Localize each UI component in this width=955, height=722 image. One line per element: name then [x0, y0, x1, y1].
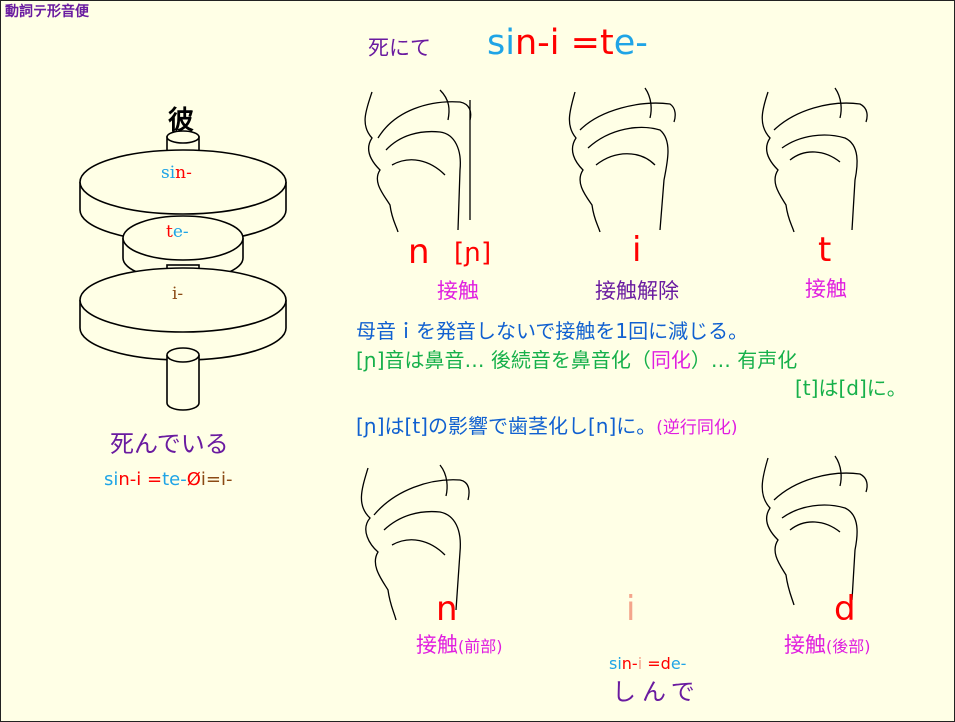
label-n-bottom: n — [436, 589, 458, 629]
label-contact-back: 接触(後部) — [784, 633, 871, 657]
title-romanized: sin-i =te- — [487, 26, 648, 61]
formula-line: sin-i =te-Øi=i- — [104, 469, 233, 490]
label-n-top: n — [408, 232, 430, 272]
label-d-bottom: d — [834, 589, 856, 629]
label-t-top: t — [818, 230, 832, 270]
bottom-formula: sin-i =de- — [609, 654, 687, 673]
disk-1-top — [79, 149, 287, 215]
label-contact-1: 接触 — [437, 279, 479, 303]
title-ni-t: n-i =t — [514, 23, 614, 63]
disk-2-top — [122, 215, 244, 261]
label-ipa-top: [ɲ] — [454, 238, 492, 268]
note-line-4: [ɲ]は[t]の影響で歯茎化し[n]に。(逆行同化) — [356, 414, 738, 438]
shinde-iru-label: 死んでいる — [110, 430, 229, 458]
kare-label: 彼 — [168, 106, 195, 136]
label-i-top: i — [632, 230, 642, 270]
disk-1-label: sin- — [161, 163, 192, 183]
note-line-3: [t]は[d]に。 — [795, 376, 907, 400]
disk-shaft-cap — [166, 347, 200, 363]
title-e: e- — [613, 23, 648, 63]
note-line-2: [ɲ]音は鼻音… 後続音を鼻音化（同化）… 有声化 — [356, 348, 798, 372]
disk-neck-top-cap — [166, 130, 200, 144]
mouth-section-n-top — [364, 89, 472, 233]
mouth-section-d-bottom — [761, 455, 868, 606]
title-si: si — [487, 23, 515, 63]
disk-3-label: i- — [172, 284, 184, 304]
label-i-bottom: i — [626, 589, 636, 629]
disk-2-label: te- — [166, 222, 189, 242]
mouth-section-i-top — [568, 87, 676, 233]
mouth-section-t-top — [761, 87, 868, 233]
title-japanese: 死にて — [368, 36, 431, 60]
disk-shaft — [166, 355, 200, 411]
stacked-disks-figure — [79, 130, 287, 411]
label-contact-front: 接触(前部) — [416, 633, 503, 657]
note-line-1: 母音ｉを発音しないで接触を1回に減じる。 — [356, 319, 749, 343]
corner-title: 動詞テ形音便 — [5, 4, 89, 20]
label-contact-2: 接触 — [805, 277, 847, 301]
mouth-section-n-bottom — [360, 464, 470, 621]
label-release: 接触解除 — [595, 279, 679, 303]
disk-3-top — [79, 267, 287, 333]
shinde-label: しんで — [612, 678, 701, 706]
